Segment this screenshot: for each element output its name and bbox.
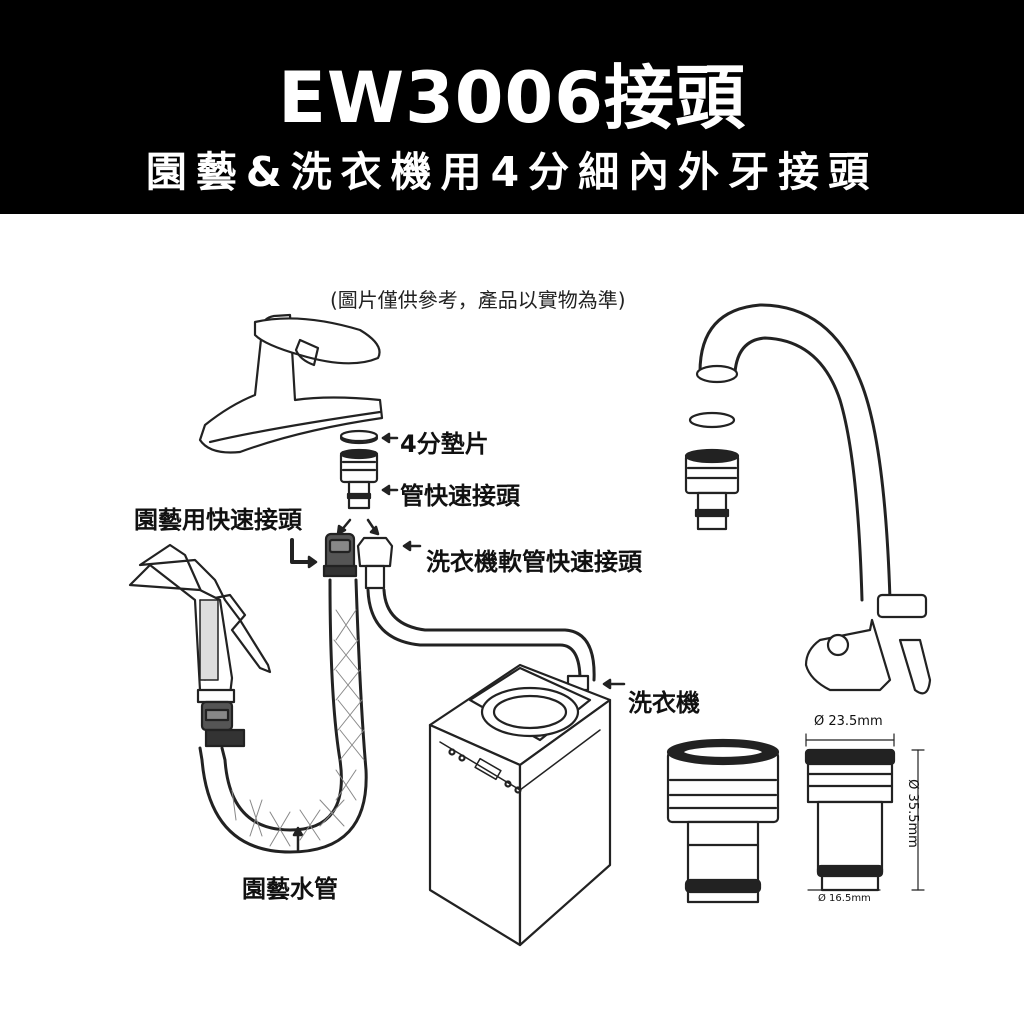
label-washer-hose-connector: 洗衣機軟管快速接頭 bbox=[426, 548, 642, 576]
dim-height: Ø 35.5mm bbox=[904, 779, 920, 848]
right-pipe-connector-illustration bbox=[684, 448, 740, 531]
label-pipe-quick-connector: 管快速接頭 bbox=[400, 482, 520, 510]
product-title: EW3006接頭 bbox=[278, 57, 746, 139]
connector-profile-drawing bbox=[804, 748, 896, 892]
washing-machine-illustration bbox=[428, 663, 612, 947]
label-washing-machine: 洗衣機 bbox=[628, 689, 700, 717]
spray-gun-illustration bbox=[128, 543, 272, 748]
reference-note: (圖片僅供參考，產品以實物為準) bbox=[330, 288, 626, 312]
garden-hose-illustration bbox=[198, 578, 368, 854]
product-subtitle: 園藝&洗衣機用4分細內外牙接頭 bbox=[145, 148, 879, 196]
right-gasket-illustration bbox=[688, 411, 736, 429]
title-banner: EW3006接頭 園藝&洗衣機用4分細內外牙接頭 bbox=[0, 0, 1024, 214]
dim-bottom-diameter: Ø 16.5mm bbox=[818, 893, 871, 904]
washer-connector-illustration bbox=[356, 536, 394, 590]
connector-closeup-3d bbox=[666, 738, 780, 904]
label-garden-quick-connector: 園藝用快速接頭 bbox=[134, 506, 302, 534]
washer-hose-illustration bbox=[366, 588, 596, 692]
dimension-lines bbox=[805, 733, 925, 891]
left-pipe-connector-illustration bbox=[339, 448, 379, 510]
left-gasket-illustration bbox=[339, 429, 379, 445]
garden-connector-illustration bbox=[322, 532, 358, 578]
label-gasket: 4分墊片 bbox=[400, 430, 489, 458]
label-garden-hose: 園藝水管 bbox=[242, 875, 338, 903]
basin-faucet-illustration bbox=[198, 313, 384, 454]
callout-arrows bbox=[290, 432, 626, 852]
dim-top-diameter: Ø 23.5mm bbox=[814, 714, 883, 729]
wall-tap-illustration bbox=[695, 303, 932, 695]
